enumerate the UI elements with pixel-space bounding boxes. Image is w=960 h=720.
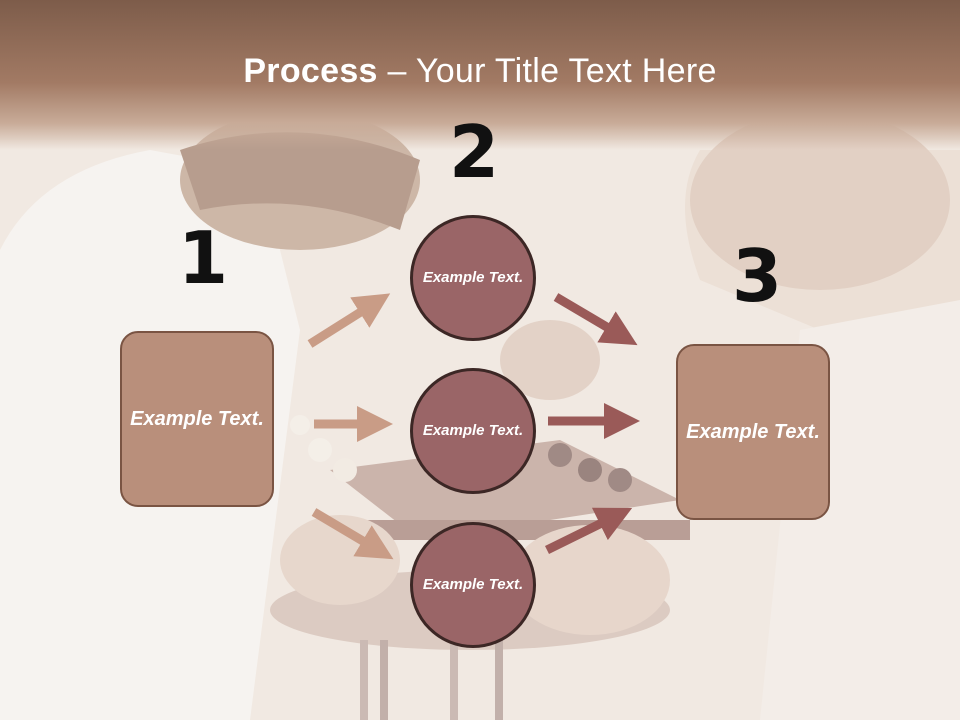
header-band — [0, 0, 960, 150]
step-box-1[interactable]: Example Text. — [120, 331, 274, 507]
arrow-box1-to-circle1 — [307, 293, 391, 348]
step-box-3-label: Example Text. — [686, 420, 820, 443]
title-bold: Process — [243, 52, 378, 90]
process-circle-1-label: Example Text. — [422, 268, 524, 286]
slide-title: Process – Your Title Text Here — [0, 52, 960, 91]
arrow-box1-to-circle3 — [311, 508, 394, 560]
step-number-2: 2 — [449, 110, 500, 194]
process-circle-3-label: Example Text. — [422, 575, 524, 593]
process-circle-1[interactable]: Example Text. — [410, 215, 536, 341]
arrow-circle3-to-box3 — [545, 507, 633, 555]
step-number-1: 1 — [178, 216, 229, 300]
process-circle-2[interactable]: Example Text. — [410, 368, 536, 494]
title-rest: – Your Title Text Here — [377, 52, 717, 90]
arrow-circle1-to-box3 — [553, 293, 638, 346]
process-circle-2-label: Example Text. — [422, 421, 524, 439]
step-box-3[interactable]: Example Text. — [676, 344, 830, 520]
process-circle-3[interactable]: Example Text. — [410, 522, 536, 648]
step-box-1-label: Example Text. — [130, 407, 264, 430]
step-number-3: 3 — [732, 234, 783, 318]
